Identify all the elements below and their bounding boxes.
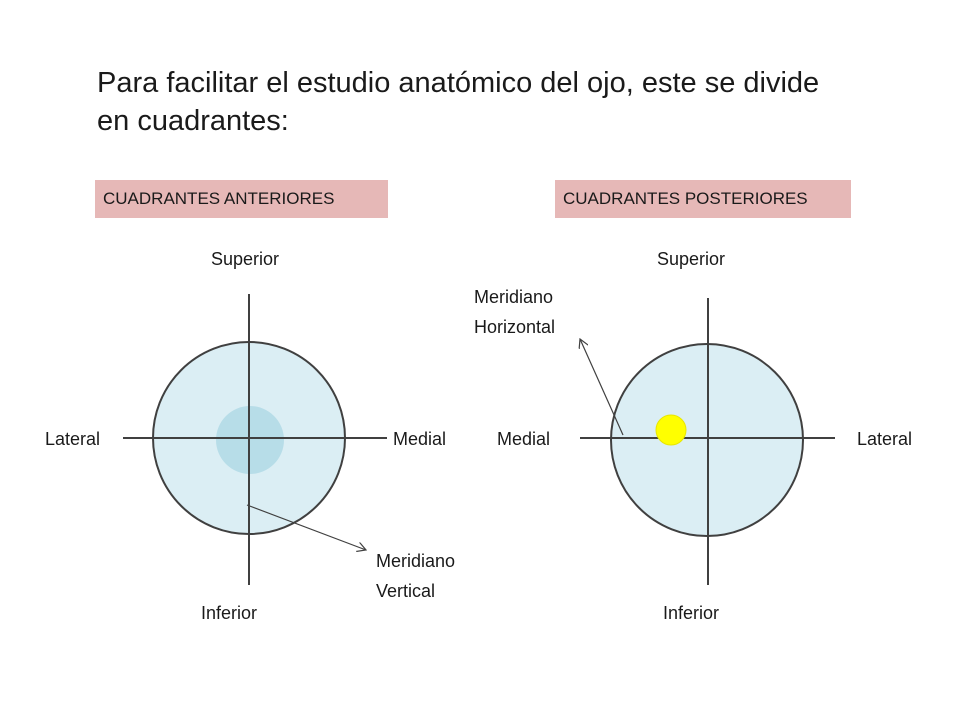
anterior-diagram <box>123 294 387 585</box>
posterior-yellow-spot <box>655 414 687 446</box>
anterior-callout-line1: Meridiano <box>376 551 456 571</box>
posterior-diagram <box>580 298 835 585</box>
anterior-quadrants-heading: CUADRANTES ANTERIORES <box>95 180 388 218</box>
posterior-label-lateral: Lateral <box>857 429 913 449</box>
posterior-callout-line1: Meridiano <box>474 287 554 307</box>
anterior-label-inferior: Inferior <box>201 603 258 623</box>
posterior-callout-label: Meridiano Horizontal <box>474 282 555 342</box>
posterior-callout-line2: Horizontal <box>474 317 556 337</box>
anterior-label-lateral: Lateral <box>45 429 101 449</box>
posterior-quadrants-heading: CUADRANTES POSTERIORES <box>555 180 851 218</box>
anterior-callout-arrow <box>246 504 366 550</box>
posterior-label-superior: Superior <box>657 249 726 269</box>
posterior-label-medial: Medial <box>497 429 551 449</box>
posterior-label-inferior: Inferior <box>663 603 720 623</box>
anterior-callout-label: Meridiano Vertical <box>376 546 455 606</box>
anterior-callout-line2: Vertical <box>376 581 436 601</box>
anterior-label-superior: Superior <box>211 249 280 269</box>
page-title: Para facilitar el estudio anatómico del … <box>97 67 820 137</box>
posterior-callout-arrow <box>580 339 624 436</box>
anterior-label-medial: Medial <box>393 429 447 449</box>
